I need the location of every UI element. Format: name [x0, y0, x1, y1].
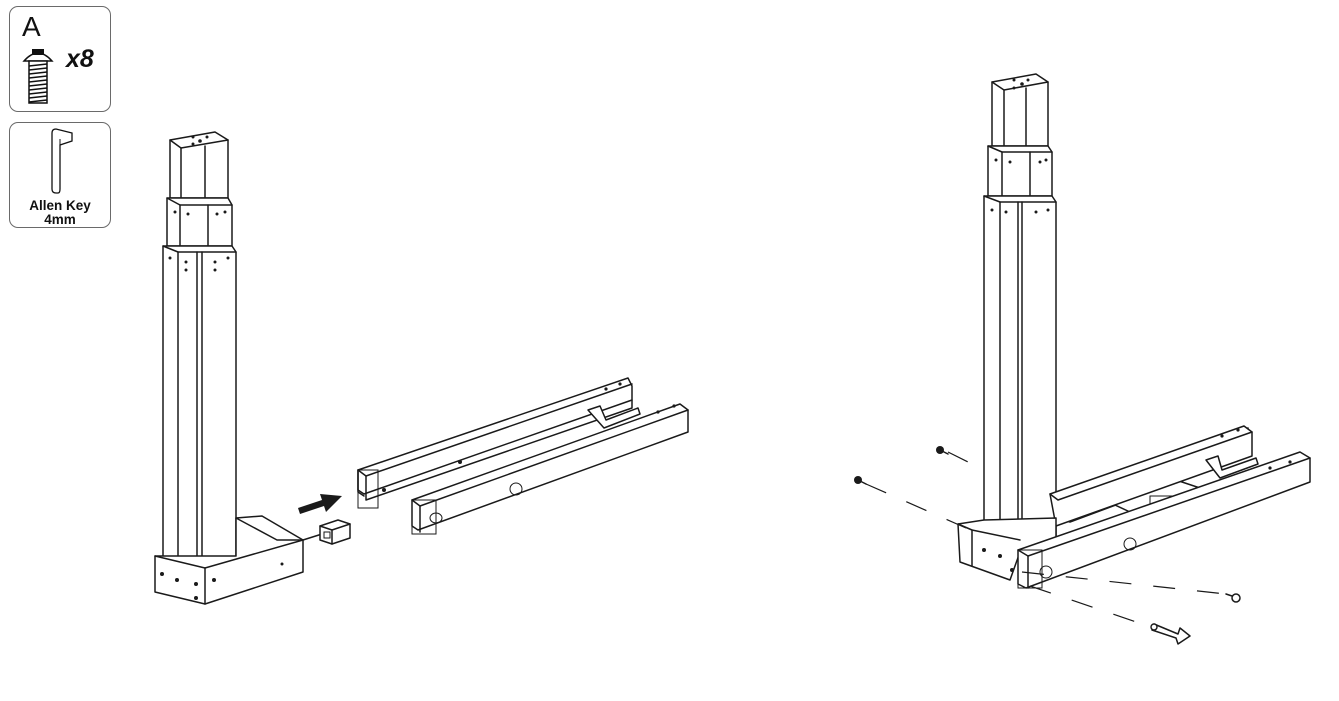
allen-key-icon — [51, 128, 73, 194]
parts-card-allen-key: Allen Key 4mm — [9, 122, 111, 228]
assembled-frame-right — [957, 425, 1311, 589]
allen-key-label: Allen Key — [29, 198, 91, 213]
insert-direction-arrow — [298, 494, 342, 514]
hex-socket-screw-icon — [22, 49, 54, 104]
screw-icon — [854, 476, 867, 485]
crossbeam-rails-left — [357, 377, 689, 535]
allen-key-size: 4mm — [44, 212, 76, 227]
leg-column-left — [154, 131, 351, 605]
screw-quantity: x8 — [66, 45, 94, 73]
screw-guides-right — [865, 451, 1227, 631]
allen-key-tool-icon — [1150, 623, 1191, 645]
screw-icon — [1225, 593, 1241, 603]
leg-column-right — [983, 73, 1057, 541]
parts-card-screw-a: A x8 — [9, 6, 111, 112]
part-letter: A — [22, 11, 41, 42]
screw-icon — [936, 446, 949, 455]
